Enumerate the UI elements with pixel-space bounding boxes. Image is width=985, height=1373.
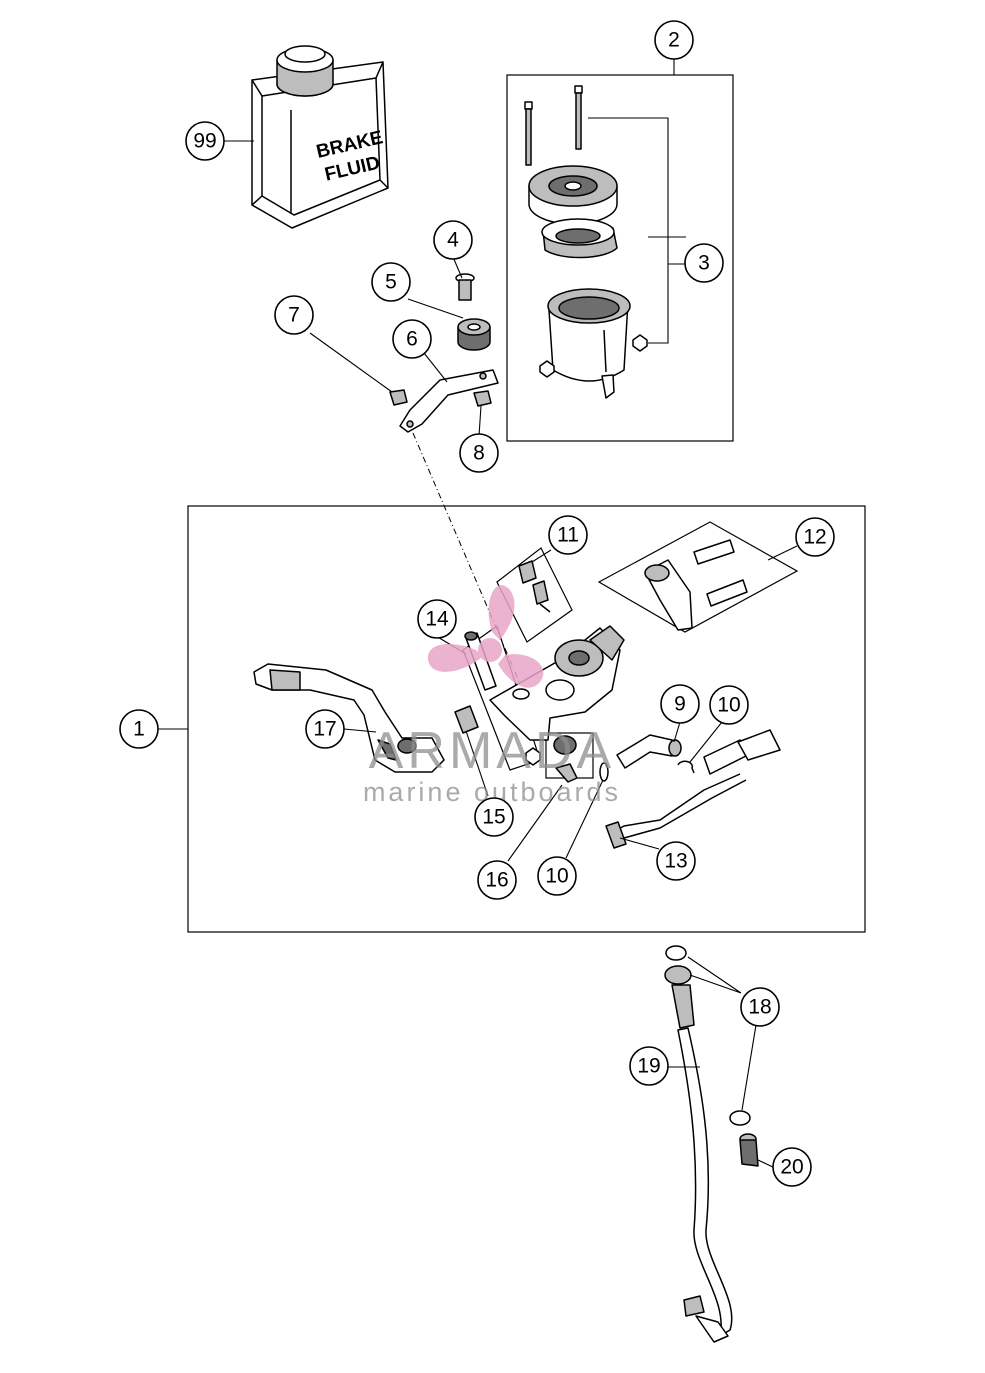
brake-fluid-can: BRAKE FLUID [251, 45, 389, 229]
washer-18 [729, 1110, 751, 1126]
callout-12: 12 [795, 517, 835, 557]
svg-text:1: 1 [133, 718, 145, 741]
pin-14 [464, 631, 497, 691]
clamp-12 [644, 539, 748, 631]
callout-6: 6 [392, 319, 432, 359]
mounting-axis [412, 432, 528, 701]
svg-text:16: 16 [485, 869, 508, 892]
svg-text:7: 7 [288, 304, 300, 327]
rubber-5 [457, 318, 491, 351]
callout-17: 17 [305, 709, 345, 749]
svg-text:4: 4 [447, 229, 459, 252]
callout-2: 2 [654, 20, 694, 60]
master-cylinder-body [489, 625, 625, 741]
callout-18: 18 [740, 987, 780, 1027]
callout-4: 4 [433, 220, 473, 260]
reservoir-screws [524, 85, 583, 166]
svg-text:11: 11 [557, 524, 579, 547]
fitting-16 [525, 735, 578, 783]
master-cylinder-group-frame [187, 505, 866, 933]
callout-7: 7 [274, 295, 314, 335]
callout-1: 1 [119, 709, 159, 749]
leader-lines [155, 57, 798, 1169]
callout-8: 8 [459, 433, 499, 473]
svg-text:13: 13 [664, 850, 687, 873]
svg-text:12: 12 [803, 526, 826, 549]
reservoir-group-frame [506, 74, 734, 442]
svg-text:3: 3 [698, 252, 710, 275]
callout-16: 16 [477, 860, 517, 900]
callout-15: 15 [474, 797, 514, 837]
svg-text:5: 5 [385, 271, 397, 294]
nut-7 [389, 389, 408, 406]
clamp-kit-frame [597, 521, 799, 633]
callout-5: 5 [371, 262, 411, 302]
callout-3: 3 [684, 243, 724, 283]
watermark-logo [427, 585, 544, 688]
svg-text:8: 8 [473, 442, 485, 465]
callout-11: 11 [548, 515, 588, 555]
hose-9 [616, 734, 682, 769]
watermark-brand: ARMADA [369, 722, 615, 780]
svg-text:99: 99 [193, 130, 216, 153]
clips-10 [599, 760, 695, 782]
svg-text:10: 10 [545, 865, 568, 888]
lever-17 [253, 663, 445, 773]
reservoir-body [539, 288, 648, 399]
svg-text:19: 19 [637, 1055, 660, 1078]
callout-20: 20 [772, 1147, 812, 1187]
reservoir-cap [528, 165, 618, 225]
bracket-6 [399, 369, 499, 433]
svg-text:15: 15 [482, 806, 505, 829]
svg-text:9: 9 [674, 693, 686, 716]
propeller-icon [427, 585, 544, 688]
switch-13 [605, 729, 781, 849]
banjo-bolt-20 [739, 1133, 759, 1167]
adjuster-15 [454, 705, 479, 734]
screw-4 [455, 273, 475, 301]
svg-text:10: 10 [717, 694, 740, 717]
callout-13: 13 [656, 841, 696, 881]
callout-9: 9 [660, 684, 700, 724]
reservoir-diaphragm [541, 218, 618, 259]
callout-10-lower: 10 [537, 856, 577, 896]
callout-14: 14 [417, 599, 457, 639]
svg-text:18: 18 [748, 996, 771, 1019]
callout-10-upper: 10 [709, 685, 749, 725]
svg-text:6: 6 [406, 328, 418, 351]
callout-19: 19 [629, 1046, 669, 1086]
svg-text:20: 20 [780, 1156, 803, 1179]
bleeder-11 [518, 560, 551, 613]
callout-99: 99 [185, 121, 225, 161]
nut-8 [473, 390, 492, 407]
svg-text:17: 17 [313, 718, 336, 741]
svg-text:2: 2 [668, 29, 680, 52]
hose-19 [664, 945, 733, 1343]
bleeder-kit-frame [496, 547, 573, 643]
svg-text:14: 14 [425, 608, 449, 631]
